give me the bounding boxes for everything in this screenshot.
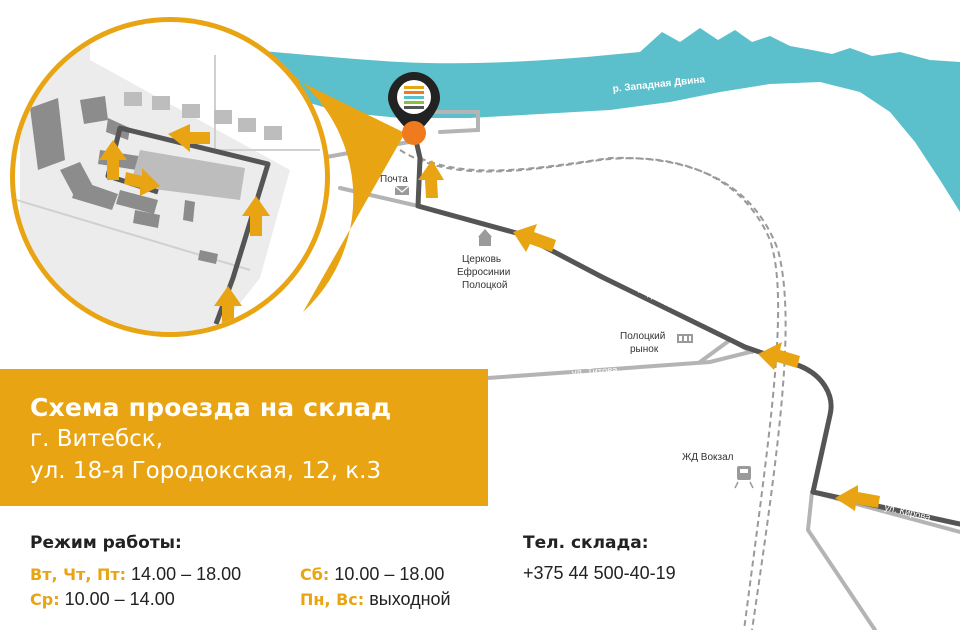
church-icon (478, 229, 492, 246)
phone-number[interactable]: +375 44 500-40-19 (523, 563, 676, 583)
street-label-kirova: ул. Кирова (883, 502, 932, 523)
hours-time: 10.00 – 14.00 (64, 589, 175, 609)
street-label-leningradskaya: ул. Ленинградская (597, 261, 674, 310)
hours-time: выходной (369, 589, 451, 609)
train-icon (734, 466, 754, 489)
hours-row: Пн, Вс: выходной (300, 589, 451, 610)
church-label-line3: Полоцкой (462, 280, 507, 291)
hours-time: 14.00 – 18.00 (131, 564, 242, 584)
phone-header: Тел. склада: (523, 533, 649, 553)
market-label-line2: рынок (630, 344, 659, 355)
market-icon (677, 334, 693, 343)
railway (399, 149, 787, 630)
market-label-line1: Полоцкий (620, 331, 665, 342)
arrow-icon (835, 485, 880, 511)
hours-days: Пн, Вс: (300, 590, 365, 609)
route-arrows (418, 160, 880, 511)
arrow-icon (418, 160, 444, 198)
working-hours: Режим работы: (30, 533, 500, 563)
banner-city: г. Витебск, (30, 426, 164, 452)
route-line (412, 133, 960, 527)
banner-title: Схема проезда на склад (30, 393, 392, 422)
mail-icon (394, 185, 410, 195)
hours-days: Сб: (300, 565, 330, 584)
zoom-callout (225, 45, 405, 312)
address-banner: Схема проезда на склад г. Витебск, ул. 1… (0, 369, 488, 506)
arrow-icon (758, 342, 800, 370)
post-label: Почта (380, 174, 408, 185)
working-hours-header: Режим работы: (30, 533, 182, 553)
arrow-icon (513, 224, 556, 252)
church-label-line2: Ефросинии (457, 266, 510, 278)
hours-row: Вт, Чт, Пт: 14.00 – 18.00 (30, 564, 241, 585)
warehouse-phone: Тел. склада: +375 44 500-40-19 (523, 533, 676, 584)
hours-days: Ср: (30, 590, 60, 609)
hours-days: Вт, Чт, Пт: (30, 565, 127, 584)
destination-pin-icon (388, 72, 440, 145)
banner-address: ул. 18-я Городокская, 12, к.3 (30, 458, 382, 484)
church-label-line1: Церковь (462, 254, 501, 265)
hours-row: Ср: 10.00 – 14.00 (30, 589, 175, 610)
zoom-detail (15, 22, 325, 332)
hours-time: 10.00 – 18.00 (334, 564, 445, 584)
river (200, 28, 960, 212)
station-label: ЖД Вокзал (682, 452, 734, 463)
hours-row: Сб: 10.00 – 18.00 (300, 564, 444, 585)
street-label-titova: ул. Титова (571, 365, 618, 379)
